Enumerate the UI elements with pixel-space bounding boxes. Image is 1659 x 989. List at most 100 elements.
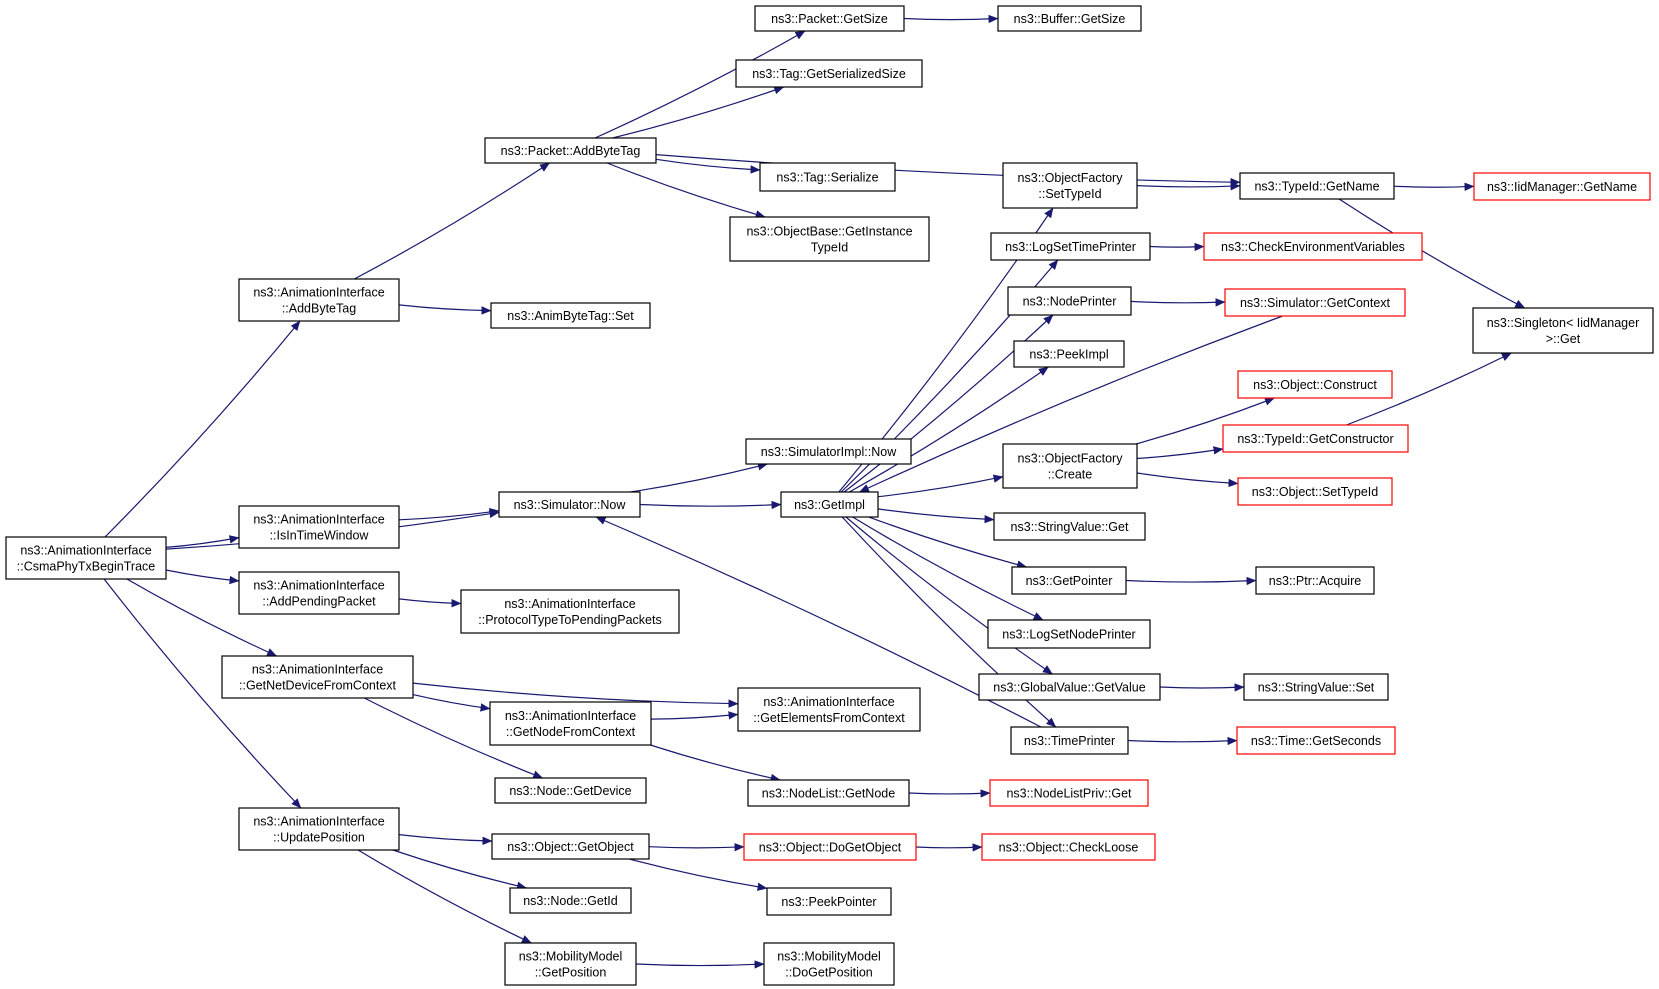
node-box[interactable] [504, 942, 637, 986]
node-object_settypeid[interactable]: ns3::Object::SetTypeId [1237, 477, 1393, 506]
node-box[interactable] [1011, 566, 1127, 595]
node-object_dogetobject[interactable]: ns3::Object::DoGetObject [743, 833, 917, 861]
node-box[interactable] [735, 59, 923, 88]
node-box[interactable] [759, 162, 896, 192]
node-box[interactable] [1013, 340, 1125, 368]
node-box[interactable] [989, 779, 1149, 807]
node-object_construct[interactable]: ns3::Object::Construct [1237, 370, 1393, 399]
node-typeid_getconstructor[interactable]: ns3::TypeId::GetConstructor [1222, 424, 1409, 453]
node-checkenvironmentvariables[interactable]: ns3::CheckEnvironmentVariables [1203, 232, 1423, 261]
node-nodelistpriv_get[interactable]: ns3::NodeListPriv::Get [989, 779, 1149, 807]
node-box[interactable] [754, 5, 905, 32]
node-box[interactable] [1237, 370, 1393, 399]
node-peekimpl[interactable]: ns3::PeekImpl [1013, 340, 1125, 368]
node-logsettimeprinter[interactable]: ns3::LogSetTimePrinter [990, 232, 1151, 261]
node-box[interactable] [489, 701, 652, 746]
node-box[interactable] [1472, 307, 1654, 354]
node-updateposition[interactable]: ns3::AnimationInterface::UpdatePosition [238, 807, 400, 851]
node-box[interactable] [490, 302, 651, 329]
node-box[interactable] [1002, 443, 1138, 489]
node-box[interactable] [509, 887, 632, 914]
node-root[interactable]: ns3::AnimationInterface::CsmaPhyTxBeginT… [5, 536, 167, 580]
node-isintimewindow[interactable]: ns3::AnimationInterface::IsInTimeWindow [238, 505, 400, 549]
node-box[interactable] [737, 687, 921, 732]
node-box[interactable] [766, 887, 892, 916]
node-box[interactable] [238, 807, 400, 851]
node-box[interactable] [1010, 726, 1129, 755]
node-getpointer[interactable]: ns3::GetPointer [1011, 566, 1127, 595]
node-stringvalue_get[interactable]: ns3::StringValue::Get [993, 512, 1146, 541]
node-box[interactable] [1239, 172, 1395, 200]
node-box[interactable] [990, 232, 1151, 261]
node-box[interactable] [780, 491, 879, 518]
node-animbytetag_set[interactable]: ns3::AnimByteTag::Set [490, 302, 651, 329]
node-box[interactable] [763, 942, 895, 986]
node-globalvalue_getvalue[interactable]: ns3::GlobalValue::GetValue [978, 673, 1161, 701]
node-object_getobject[interactable]: ns3::Object::GetObject [491, 833, 650, 860]
node-mobility_dogetposition[interactable]: ns3::MobilityModel::DoGetPosition [763, 942, 895, 986]
node-box[interactable] [978, 673, 1161, 701]
node-packet_addbytetag[interactable]: ns3::Packet::AddByteTag [484, 137, 657, 164]
node-box[interactable] [1243, 673, 1389, 701]
node-getimpl[interactable]: ns3::GetImpl [780, 491, 879, 518]
node-box[interactable] [745, 438, 912, 465]
node-box[interactable] [1007, 286, 1132, 316]
node-node_getid[interactable]: ns3::Node::GetId [509, 887, 632, 914]
node-singleton_get[interactable]: ns3::Singleton< IidManager >::Get [1472, 307, 1654, 354]
node-addpendingpacket[interactable]: ns3::AnimationInterface::AddPendingPacke… [238, 571, 400, 615]
node-object_checkloose[interactable]: ns3::Object::CheckLoose [981, 833, 1156, 861]
node-box[interactable] [993, 512, 1146, 541]
node-box[interactable] [1224, 288, 1406, 317]
node-box[interactable] [729, 216, 930, 262]
node-box[interactable] [498, 491, 641, 518]
node-ptr_acquire[interactable]: ns3::Ptr::Acquire [1255, 566, 1375, 595]
node-getelementsfromcontext[interactable]: ns3::AnimationInterface::GetElementsFrom… [737, 687, 921, 732]
node-box[interactable] [484, 137, 657, 164]
node-box[interactable] [1473, 172, 1651, 201]
node-addbytetag_ai[interactable]: ns3::AnimationInterface::AddByteTag [238, 278, 400, 322]
node-box[interactable] [494, 777, 647, 804]
node-buffer_getsize[interactable]: ns3::Buffer::GetSize [997, 5, 1142, 32]
node-box[interactable] [981, 833, 1156, 861]
node-box[interactable] [491, 833, 650, 860]
node-time_getseconds[interactable]: ns3::Time::GetSeconds [1236, 726, 1396, 755]
node-box[interactable] [1222, 424, 1409, 453]
node-box[interactable] [997, 5, 1142, 32]
node-stringvalue_set[interactable]: ns3::StringValue::Set [1243, 673, 1389, 701]
node-box[interactable] [1237, 477, 1393, 506]
node-tag_getserializedsize[interactable]: ns3::Tag::GetSerializedSize [735, 59, 923, 88]
node-simulatorimpl_now[interactable]: ns3::SimulatorImpl::Now [745, 438, 912, 465]
node-box[interactable] [747, 779, 910, 807]
node-objectfactory_create[interactable]: ns3::ObjectFactory::Create [1002, 443, 1138, 489]
node-packet_getsize[interactable]: ns3::Packet::GetSize [754, 5, 905, 32]
node-getnodefromcontext[interactable]: ns3::AnimationInterface::GetNodeFromCont… [489, 701, 652, 746]
node-simulator_getcontext[interactable]: ns3::Simulator::GetContext [1224, 288, 1406, 317]
node-box[interactable] [1236, 726, 1396, 755]
node-iidmanager_getname[interactable]: ns3::IidManager::GetName [1473, 172, 1651, 201]
node-box[interactable] [743, 833, 917, 861]
node-tag_serialize[interactable]: ns3::Tag::Serialize [759, 162, 896, 192]
node-node_getdevice[interactable]: ns3::Node::GetDevice [494, 777, 647, 804]
node-box[interactable] [1255, 566, 1375, 595]
node-nodeprinter[interactable]: ns3::NodePrinter [1007, 286, 1132, 316]
node-box[interactable] [238, 278, 400, 322]
node-box[interactable] [221, 655, 414, 699]
node-box[interactable] [1203, 232, 1423, 261]
node-box[interactable] [238, 505, 400, 549]
node-box[interactable] [5, 536, 167, 580]
node-logsetnodeprinter[interactable]: ns3::LogSetNodePrinter [987, 619, 1151, 649]
node-nodelist_getnode[interactable]: ns3::NodeList::GetNode [747, 779, 910, 807]
node-objectfactory_settypeid[interactable]: ns3::ObjectFactory::SetTypeId [1002, 162, 1138, 209]
node-getnetdevicefromcontext[interactable]: ns3::AnimationInterface::GetNetDeviceFro… [221, 655, 414, 699]
node-box[interactable] [460, 589, 680, 634]
node-box[interactable] [1002, 162, 1138, 209]
node-mobility_getposition[interactable]: ns3::MobilityModel::GetPosition [504, 942, 637, 986]
node-box[interactable] [987, 619, 1151, 649]
node-timeprinter[interactable]: ns3::TimePrinter [1010, 726, 1129, 755]
node-simulator_now[interactable]: ns3::Simulator::Now [498, 491, 641, 518]
node-box[interactable] [238, 571, 400, 615]
node-typeid_getname[interactable]: ns3::TypeId::GetName [1239, 172, 1395, 200]
node-protocoltype[interactable]: ns3::AnimationInterface::ProtocolTypeToP… [460, 589, 680, 634]
node-peekpointer[interactable]: ns3::PeekPointer [766, 887, 892, 916]
